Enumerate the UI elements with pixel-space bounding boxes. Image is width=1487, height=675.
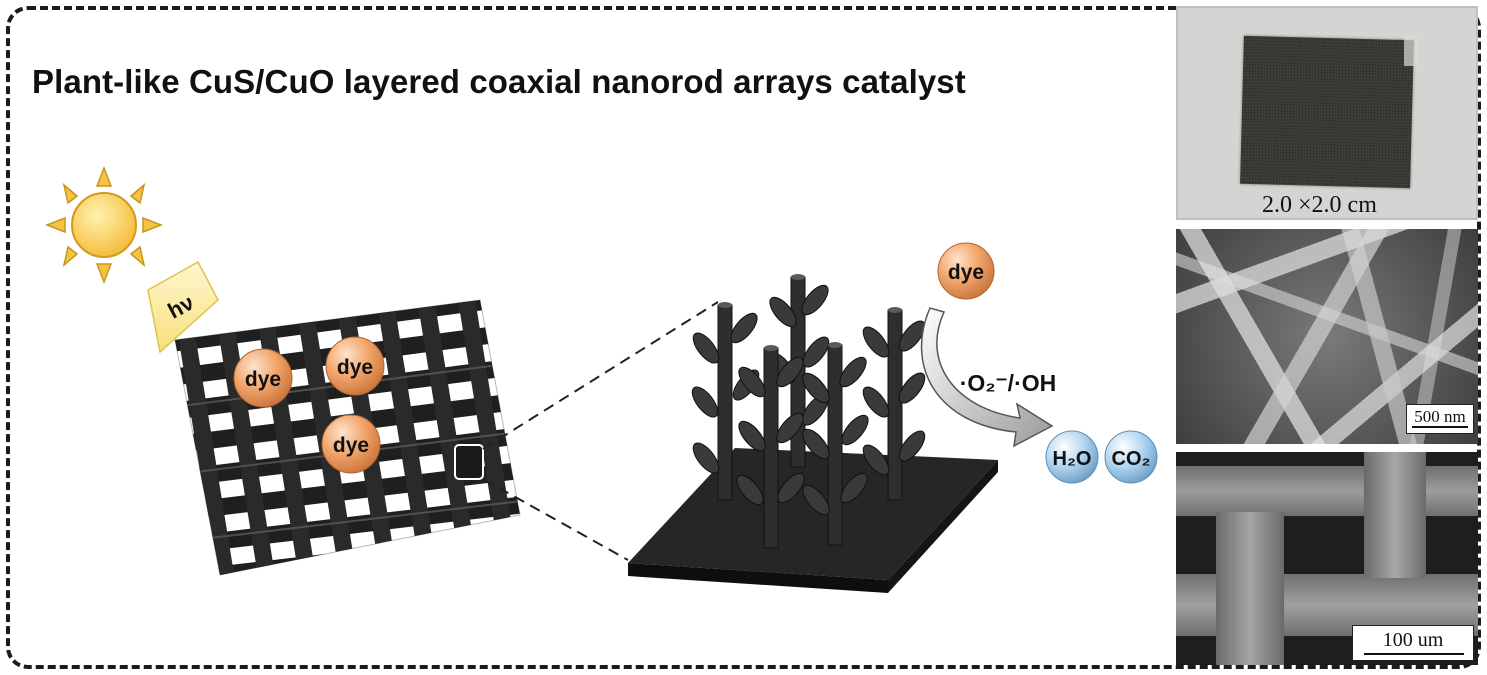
nanorod-substrate-plate [628,448,998,593]
dye-molecule: dye [937,242,995,300]
dye-molecule: dye [233,348,293,408]
reaction-arrow [920,307,1054,448]
dashed-border-frame [6,6,1481,669]
scale-bar-label: 100 um [1352,625,1474,661]
scale-bar [1412,426,1468,428]
schematic-illustration: hν [44,165,1158,593]
sem-image-low-mag: 100 um [1176,452,1478,665]
sun-icon [44,165,164,285]
radicals-label: ·O₂⁻/·OH [960,370,1056,396]
sample-photo-panel: 2.0 ×2.0 cm [1176,6,1478,220]
dye-label: dye [948,261,984,284]
light-beam-icon: hν [147,260,219,354]
figure-title: Plant-like CuS/CuO layered coaxial nanor… [32,63,966,100]
nanorod [802,342,869,546]
nanorod [736,345,805,549]
dye-label: dye [337,356,373,379]
water-product: H₂O [1045,430,1099,484]
dye-molecule: dye [325,336,385,396]
tape-strip [1404,36,1418,66]
photo-caption: 2.0 ×2.0 cm [1262,192,1377,218]
product-label-h2o: H₂O [1053,448,1092,470]
scale-bar-label: 500 nm [1406,404,1474,434]
dye-label: dye [245,368,281,391]
co2-product: CO₂ [1104,430,1158,484]
nanorod [862,307,926,501]
sem-image-high-mag: 500 nm [1176,229,1478,444]
nanorod-array [691,274,926,549]
dye-label: dye [333,434,369,457]
product-label-co2: CO₂ [1112,448,1151,470]
mesh-sample-photo [1240,35,1414,189]
sem-weave-texture [1176,452,1478,665]
zoom-indicator [454,301,719,561]
dye-molecule: dye [321,414,381,474]
scale-bar [1364,653,1464,655]
